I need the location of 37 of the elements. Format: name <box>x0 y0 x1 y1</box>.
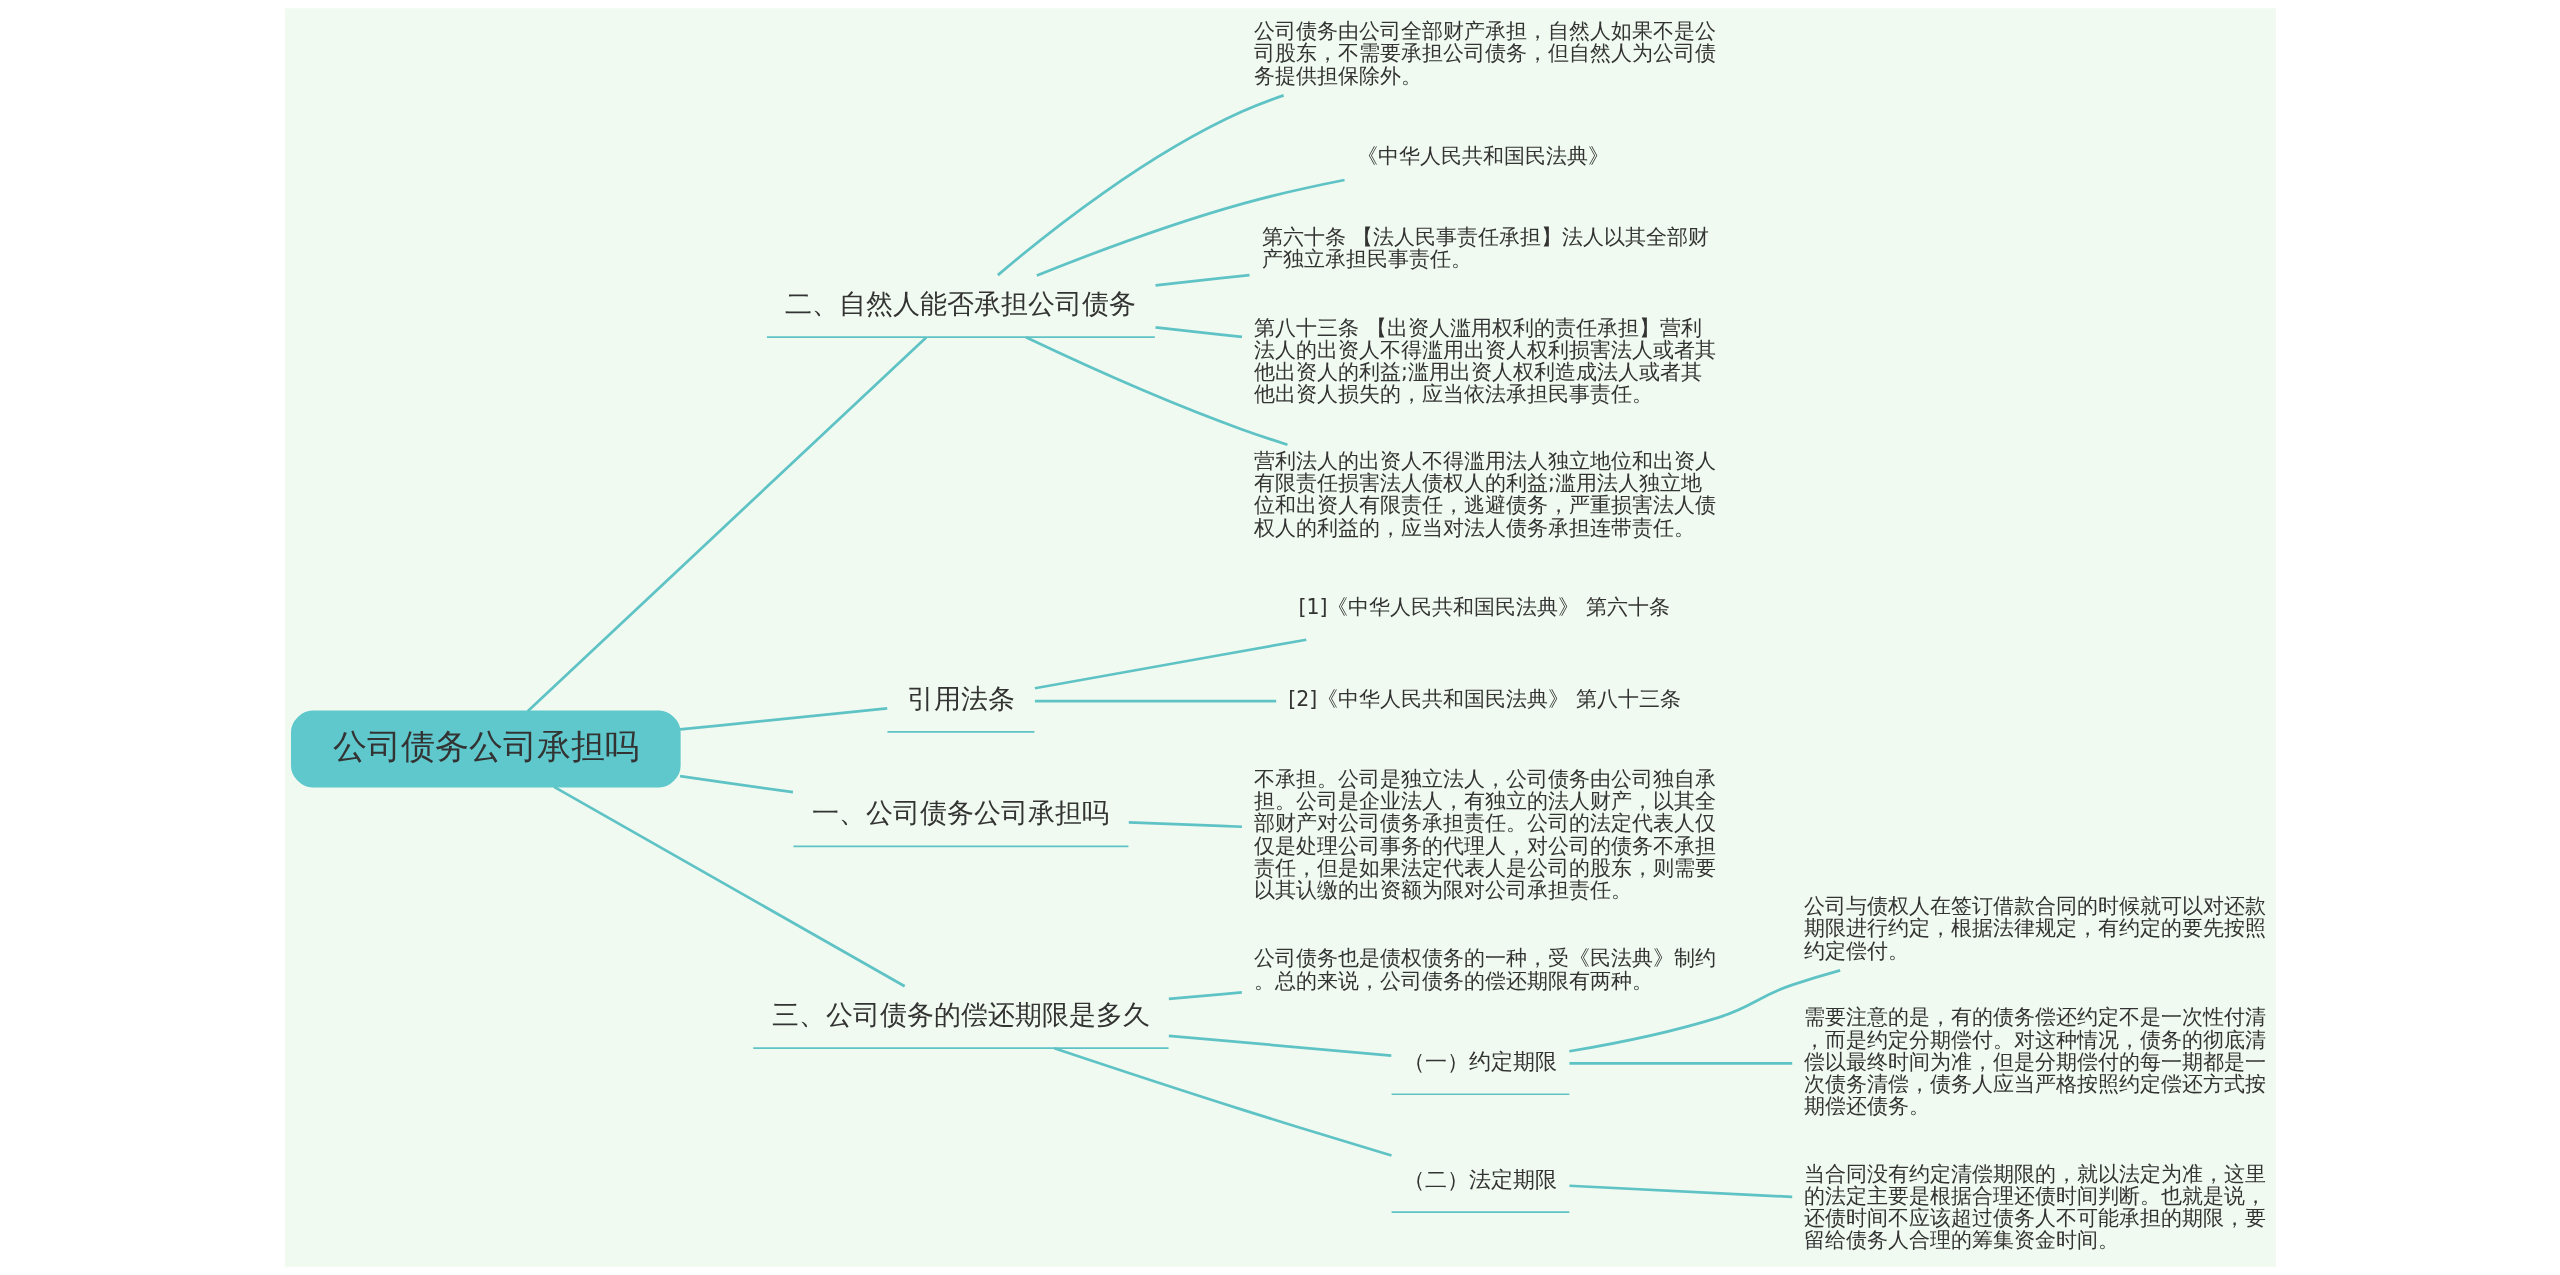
node-text: 三、公司债务的偿还期限是多久 <box>771 998 1150 1030</box>
node-text: 引用法条 <box>906 682 1015 714</box>
connector <box>1568 1184 1792 1199</box>
connector <box>1053 1046 1392 1157</box>
node-text: 二、自然人能否承担公司债务 <box>784 287 1136 319</box>
connector <box>552 785 905 988</box>
connector <box>1154 326 1242 339</box>
connector <box>679 707 887 731</box>
node-text: 公司与债权人在签订借款合同的时候就可以对还款期限进行约定，根据法律规定，有约定的要先按照约定偿付。 <box>1803 894 2266 963</box>
node-text: 第六十条 【法人民事责任承担】法人以其全部财产独立承担民事责任。 <box>1261 225 1709 272</box>
connector <box>1024 336 1288 447</box>
connector <box>1168 991 1242 1001</box>
connector <box>679 774 793 794</box>
node-text: [2]《中华人民共和国民法典》 第八十三条 <box>1287 687 1681 712</box>
node-text: 不承担。公司是独立法人，公司债务由公司独自承担。公司是企业法人，有独立的法人财产，以其全部财产对公司债务承担责任。公司的法定代表人仅仅是处理公司事务的代理人，对公司的债务不承担责任，但是如果法定代表人是公司的股东，则需要以其认缴的出资额为限对公司承担责任。 <box>1253 766 1716 903</box>
connector <box>1568 1062 1792 1065</box>
node-text: 一、公司债务公司承担吗 <box>811 797 1109 829</box>
node-text: 公司债务也是债权债务的一种，受《民法典》制约。总的来说，公司债务的偿还期限有两种。 <box>1253 946 1716 993</box>
connector <box>1568 969 1841 1053</box>
node-text: [1]《中华人民共和国民法典》 第六十条 <box>1297 595 1670 620</box>
node-text: 第八十三条 【出资人滥用权利的责任承担】营利法人的出资人不得滥用出资人权利损害法人或者其他出资人的利益;滥用出资人权利造成法人或者其他出资人损失的，应当依法承担民事责任。 <box>1253 315 1716 407</box>
node-text: 公司债务由公司全部财产承担，自然人如果不是公司股东，不需要承担公司债务，但自然人为公司债务提供担保除外。 <box>1253 19 1716 88</box>
connector <box>526 336 927 713</box>
connector <box>1035 178 1345 277</box>
connector <box>1168 1034 1391 1057</box>
connector <box>1154 273 1250 287</box>
node-text: 当合同没有约定清偿期限的，就以法定为准，这里的法定主要是根据合理还债时间判断。也就是说，还债时间不应该超过债务人不可能承担的期限，要留给债务人合理的筹集资金时间。 <box>1803 1161 2266 1253</box>
node-text: 《中华人民共和国民法典》 <box>1356 143 1609 168</box>
connector <box>1034 638 1306 690</box>
node-text: 需要注意的是，有的债务偿还约定不是一次性付清，而是约定分期偿付。对这种情况，债务的彻底清偿以最终时间为准，但是分期偿付的每一期都是一次债务清偿，债务人应当严格按照约定偿还方式按期偿还债务。 <box>1803 1005 2266 1119</box>
node-text: （二）法定期限 <box>1402 1166 1557 1193</box>
connector <box>996 94 1284 277</box>
node-text: 营利法人的出资人不得滥用法人独立地位和出资人有限责任损害法人债权人的利益;滥用法人独立地位和出资人有限责任，逃避债务，严重损害法人债权人的利益的，应当对法人债务承担连带责任。 <box>1253 449 1716 540</box>
node-box: 公司债务公司承担吗 <box>290 710 681 788</box>
node-text: （一）约定期限 <box>1402 1048 1557 1075</box>
connector <box>1034 699 1276 703</box>
connector <box>1128 820 1242 829</box>
